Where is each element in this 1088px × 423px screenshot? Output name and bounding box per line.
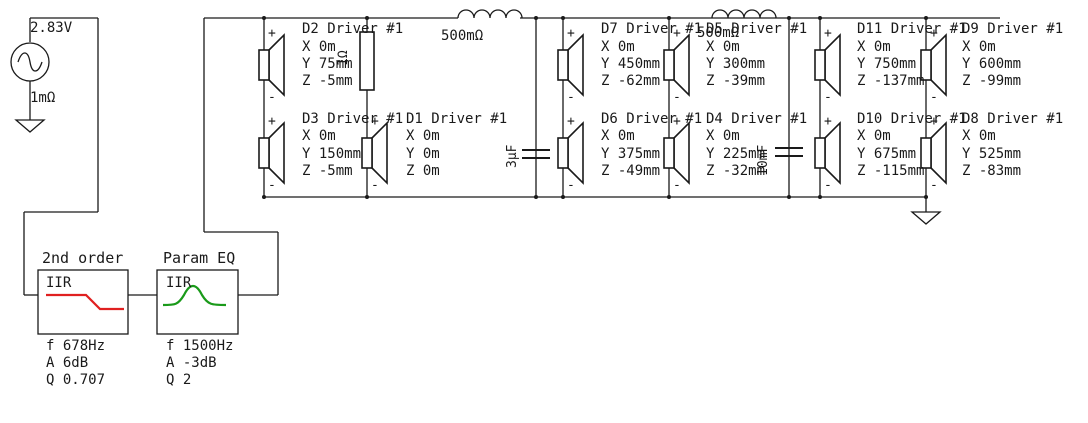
polarity-minus: - [930,178,938,193]
polarity-plus: + [567,114,575,129]
polarity-plus: + [268,114,276,129]
polarity-minus: - [824,178,832,193]
inductor-top-label: 500mΩ [441,28,484,44]
polarity-plus: + [930,26,938,41]
param-eq-gain: A -3dB [166,355,217,371]
source-resistance-label: 1mΩ [30,90,56,106]
speaker-d11-icon[interactable]: +- [814,26,841,105]
speaker-d10-icon[interactable]: +- [814,114,841,193]
polarity-plus: + [673,114,681,129]
ground-symbol-output [910,211,942,225]
inductor-mid[interactable] [711,9,777,19]
capacitor-1[interactable] [522,149,550,159]
lowpass-filter-q: Q 0.707 [46,372,106,388]
ground-symbol-source [14,110,46,133]
speaker-d5-icon[interactable]: +- [663,26,690,105]
polarity-plus: + [824,26,832,41]
polarity-plus: + [673,26,681,41]
speaker-d1-icon[interactable]: +- [361,114,388,193]
polarity-plus: + [824,114,832,129]
param-eq-q: Q 2 [166,372,192,388]
source-voltage-label: 2.83V [30,20,73,36]
inductor-mid-label: 500mΩ [697,25,740,41]
polarity-plus: + [268,26,276,41]
polarity-plus: + [371,114,379,129]
speaker-d7-icon[interactable]: +- [557,26,584,105]
speaker-d9-icon[interactable]: +- [920,26,947,105]
lowpass-filter-type: IIR [46,275,72,291]
param-eq-title: Param EQ [163,249,236,267]
speaker-d2-icon[interactable]: +- [258,26,285,105]
peq-curve [162,284,227,307]
polarity-minus: - [673,178,681,193]
capacitor-2[interactable] [775,147,803,157]
param-eq-frequency: f 1500Hz [166,338,234,354]
polarity-minus: - [824,90,832,105]
lowpass-curve [46,293,124,311]
lowpass-filter-title: 2nd order [42,249,124,267]
polarity-minus: - [567,90,575,105]
resistor[interactable] [359,31,375,91]
speaker-d8-icon[interactable]: +- [920,114,947,193]
param-eq-type: IIR [166,275,192,291]
speaker-d4-icon[interactable]: +- [663,114,690,193]
polarity-minus: - [567,178,575,193]
polarity-minus: - [371,178,379,193]
speaker-d3-icon[interactable]: +- [258,114,285,193]
lowpass-filter-gain: A 6dB [46,355,89,371]
speakers-group: +-+-+-+-+-+-+-+-+-+-+- [258,26,947,193]
voltage-source[interactable] [10,17,99,296]
polarity-plus: + [567,26,575,41]
speaker-d6-icon[interactable]: +- [557,114,584,193]
junction-dots [262,16,928,199]
capacitor-1-label: 3µF [505,144,520,168]
param-eq-block[interactable] [156,269,239,335]
lowpass-filter-frequency: f 678Hz [46,338,106,354]
polarity-minus: - [268,90,276,105]
polarity-minus: - [930,90,938,105]
lowpass-filter-block[interactable] [37,269,129,335]
inductor-top[interactable] [457,9,523,19]
polarity-minus: - [673,90,681,105]
polarity-plus: + [930,114,938,129]
polarity-minus: - [268,178,276,193]
